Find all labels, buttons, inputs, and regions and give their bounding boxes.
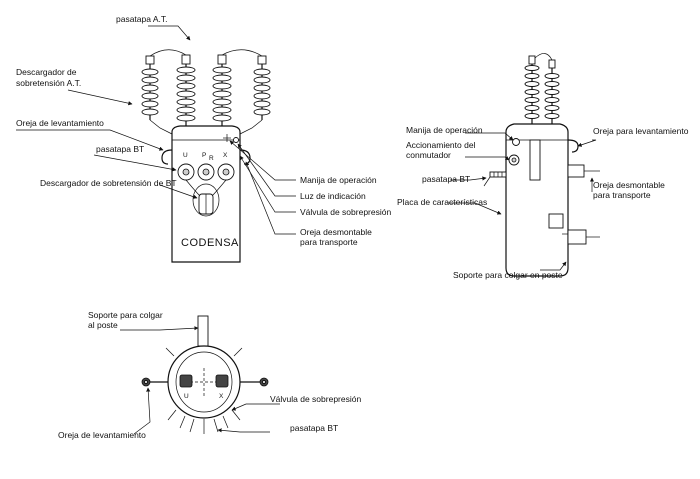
side-lv-bushing bbox=[483, 171, 507, 187]
operation-handle bbox=[223, 134, 231, 142]
top-lv-bushings bbox=[179, 374, 229, 388]
terminal-r: R bbox=[209, 155, 214, 162]
side-label-accionamiento-line1: Accionamiento del bbox=[406, 140, 476, 150]
wire-hv-left bbox=[149, 49, 187, 57]
terminal-p: P bbox=[202, 152, 206, 159]
terminal-u: U bbox=[183, 152, 188, 159]
top-tank-inner bbox=[175, 351, 233, 413]
hv-bushing-right bbox=[212, 54, 232, 126]
lv-bushings bbox=[177, 163, 235, 181]
label-pasatapa-bt: pasatapa BT bbox=[96, 144, 144, 154]
top-view: U X Soporte para colgar al poste Válvula… bbox=[58, 310, 361, 440]
terminal-x: X bbox=[223, 152, 228, 159]
side-label-placa: Placa de características bbox=[397, 197, 487, 207]
top-label-soporte-line1: Soporte para colgar bbox=[88, 310, 163, 320]
side-pole-support bbox=[562, 229, 600, 245]
top-pole-support bbox=[197, 315, 209, 347]
side-label-oreja-desmontable-line1: Oreja desmontable bbox=[593, 180, 665, 190]
top-label-valvula: Válvula de sobrepresión bbox=[270, 394, 361, 404]
label-oreja-levantamiento: Oreja de levantamiento bbox=[16, 118, 104, 128]
label-descargador-at-line1: Descargador de bbox=[16, 67, 77, 77]
wire-hv-right bbox=[221, 49, 263, 57]
top-leaders bbox=[120, 326, 280, 435]
brand-label: CODENSA bbox=[181, 237, 239, 249]
label-manija-operacion: Manija de operación bbox=[300, 175, 377, 185]
side-label-oreja-levantamiento: Oreja para levantamiento bbox=[593, 126, 689, 136]
side-view: Manija de operación Accionamiento del co… bbox=[397, 53, 689, 280]
top-terminal-x: X bbox=[219, 393, 224, 400]
label-oreja-desmontable-line2: para transporte bbox=[300, 237, 358, 247]
side-label-manija: Manija de operación bbox=[406, 125, 483, 135]
top-label-pasatapa-bt: pasatapa BT bbox=[290, 423, 338, 433]
switch-actuator-center bbox=[511, 157, 517, 163]
lv-arrester bbox=[185, 179, 227, 217]
label-luz-indicacion: Luz de indicación bbox=[300, 191, 366, 201]
side-leaders bbox=[448, 132, 597, 271]
side-label-soporte-poste: Soporte para colgar en poste bbox=[453, 270, 563, 280]
top-label-oreja-levantamiento: Oreja de levantamiento bbox=[58, 430, 146, 440]
side-label-pasatapa-bt: pasatapa BT bbox=[422, 174, 470, 184]
side-operation-handle bbox=[512, 138, 520, 146]
hv-arrester-right bbox=[239, 55, 271, 135]
side-hv-bushing bbox=[524, 53, 560, 124]
label-oreja-desmontable-line1: Oreja desmontable bbox=[300, 227, 372, 237]
top-lifting-ear-left bbox=[141, 377, 168, 387]
side-transport-ear bbox=[567, 164, 600, 178]
side-label-oreja-desmontable-line2: para transporte bbox=[593, 190, 651, 200]
hv-arrester-left bbox=[141, 55, 173, 135]
front-leaders bbox=[16, 25, 296, 235]
top-lifting-ear-right bbox=[240, 377, 269, 387]
label-pasatapa-at: pasatapa A.T. bbox=[116, 14, 168, 24]
top-radial-studs bbox=[165, 347, 243, 434]
lifting-ear-left bbox=[161, 149, 173, 165]
front-view: CODENSA bbox=[16, 14, 391, 263]
side-internal-bar bbox=[529, 139, 541, 181]
label-descargador-at-line2: sobretensión A.T. bbox=[16, 78, 81, 88]
top-terminal-u: U bbox=[184, 393, 189, 400]
hv-bushing-left bbox=[176, 54, 196, 126]
top-tank bbox=[167, 345, 241, 419]
label-valvula-sobrepresion: Válvula de sobrepresión bbox=[300, 207, 391, 217]
front-tank bbox=[171, 125, 241, 263]
indicator-light bbox=[233, 137, 239, 143]
side-lifting-ear bbox=[567, 139, 579, 153]
top-label-soporte-line2: al poste bbox=[88, 320, 118, 330]
nameplate bbox=[548, 213, 564, 229]
label-descargador-bt: Descargador de sobretensión de BT bbox=[40, 178, 177, 188]
side-label-accionamiento-line2: conmutador bbox=[406, 150, 451, 160]
